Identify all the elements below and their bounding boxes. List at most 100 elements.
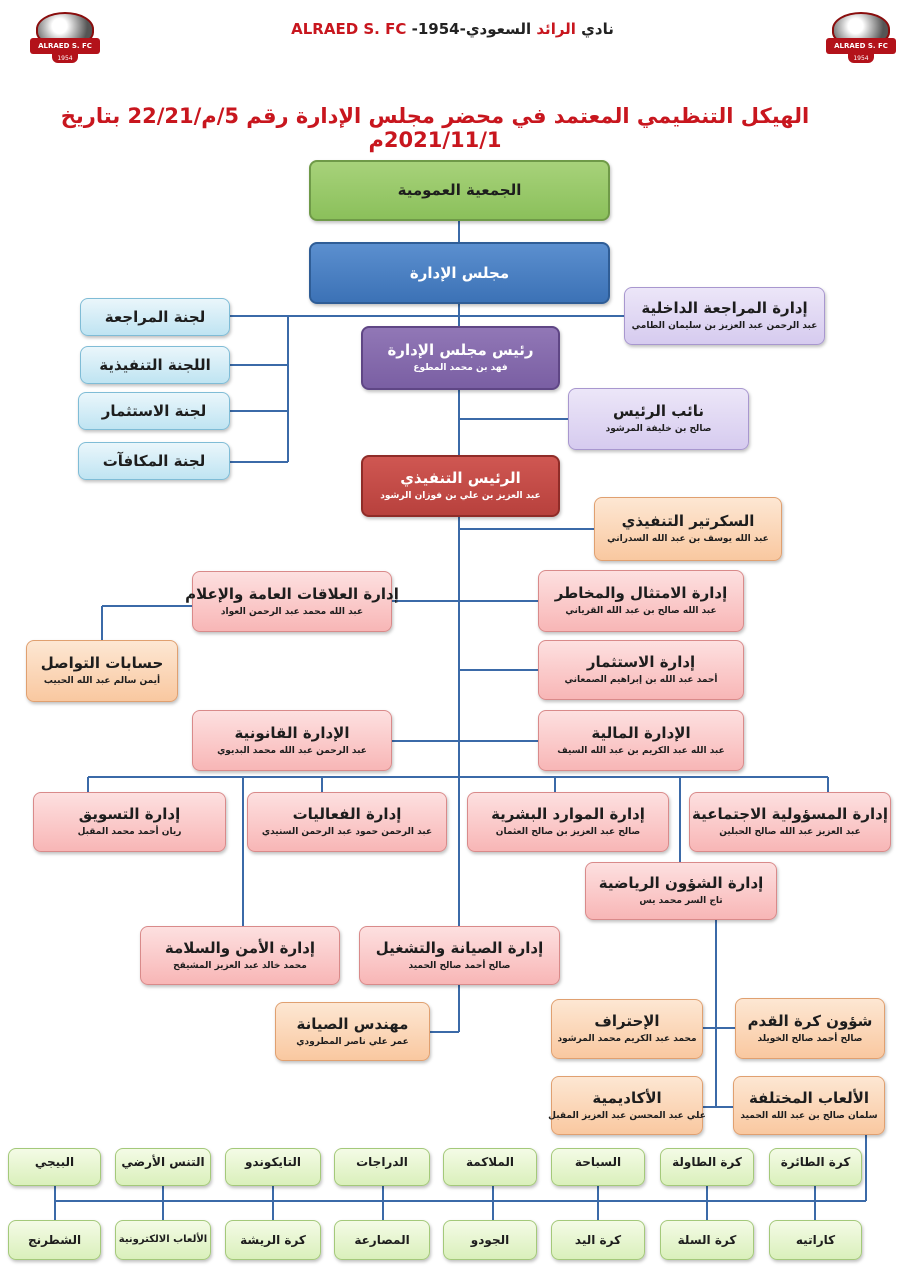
compliance-name: عبد الله صالح بن عبد الله القرياني (565, 606, 717, 617)
sport-box: السباحة (551, 1148, 645, 1186)
logo-text: ALRAED S. FC (30, 38, 100, 54)
finance-title: الإدارة المالية (591, 723, 691, 742)
various-games-box: الألعاب المختلفة سلمان صالح بن عبد الله … (733, 1076, 885, 1135)
sport-label: الجودو (470, 1232, 510, 1247)
maintenance-engineer-name: عمر علي ناصر المطرودي (296, 1036, 409, 1047)
sport-label: التنس الأرضي (121, 1155, 205, 1169)
legal-title: الإدارة القانونية (234, 723, 350, 742)
security-box: إدارة الأمن والسلامة محمد خالد عبد العزي… (140, 926, 340, 985)
board-box: مجلس الإدارة (309, 242, 610, 304)
finance-name: عبد الله عبد الكريم بن عبد الله السيف (557, 745, 725, 756)
committee-box: اللجنة التنفيذية (80, 346, 230, 384)
academies-box: الأكاديمية علي عبد المحسن عبد العزيز الم… (548, 1076, 706, 1135)
sport-label: كرة اليد (574, 1232, 622, 1247)
legal-name: عبد الرحمن عبد الله محمد البديوي (217, 745, 367, 756)
maintenance-engineer-box: مهندس الصيانة عمر علي ناصر المطرودي (275, 1002, 430, 1061)
club-logo-left: ALRAED S. FC 1954 (30, 12, 100, 64)
exec-secretary-box: السكرتير التنفيذي عبد الله يوسف بن عبد ا… (594, 497, 782, 561)
chairman-box: رئيس مجلس الإدارة فهد بن محمد المطوع (361, 326, 560, 390)
academies-title: الأكاديمية (592, 1088, 662, 1107)
hr-title: إدارة الموارد البشرية (491, 805, 645, 824)
sports-affairs-box: إدارة الشؤون الرياضية تاج السر محمد يس (585, 862, 777, 920)
sport-label: الشطرنج (27, 1232, 82, 1247)
various-games-title: الألعاب المختلفة (748, 1088, 870, 1107)
football-affairs-box: شؤون كرة القدم صالح أحمد صالح الخويلد (735, 998, 885, 1059)
hr-box: إدارة الموارد البشرية صالح عبد العزيز بن… (467, 792, 669, 852)
general-assembly-box: الجمعية العمومية (309, 160, 610, 221)
committee-box: لجنة المراجعة (80, 298, 230, 336)
marketing-box: إدارة التسويق ريان أحمد محمد المقبل (33, 792, 226, 852)
compliance-title: إدارة الامتثال والمخاطر (554, 584, 728, 603)
maintenance-engineer-title: مهندس الصيانة (296, 1014, 409, 1033)
sports-affairs-title: إدارة الشؤون الرياضية (598, 874, 764, 893)
club-name-ar: نادي الرائد السعودي (465, 20, 614, 38)
ceo-name: عبد العزيز بن علي بن فوزان الرشود (380, 491, 541, 502)
club-name-en: ALRAED S. FC (291, 20, 407, 38)
vice-chairman-box: نائب الرئيس صالح بن خليفة المرشود (568, 388, 749, 450)
sport-box: الملاكمة (443, 1148, 537, 1186)
sport-box: الشطرنج (8, 1220, 101, 1260)
legal-box: الإدارة القانونية عبد الرحمن عبد الله مح… (192, 710, 392, 771)
security-name: محمد خالد عبد العزيز المشيقح (173, 960, 307, 971)
hr-name: صالح عبد العزيز بن صالح العثمان (495, 827, 641, 838)
sport-box: كرة الطائرة (769, 1148, 862, 1186)
vice-chairman-title: نائب الرئيس (612, 402, 705, 421)
sport-label: كاراتيه (795, 1232, 836, 1247)
committee-box: لجنة الاستثمار (78, 392, 230, 430)
committee-title: لجنة المراجعة (104, 307, 206, 326)
exec-secretary-title: السكرتير التنفيذي (621, 512, 755, 531)
finance-box: الإدارة المالية عبد الله عبد الكريم بن ع… (538, 710, 744, 771)
events-title: إدارة الفعاليات (292, 805, 402, 824)
club-name-ar-red: الرائد (536, 20, 576, 38)
committee-title: لجنة الاستثمار (101, 401, 207, 420)
sport-box: كاراتيه (769, 1220, 862, 1260)
marketing-title: إدارة التسويق (78, 805, 181, 824)
sports-affairs-name: تاج السر محمد يس (639, 896, 723, 907)
logo-year: 1954 (52, 54, 78, 63)
sport-label: السباحة (574, 1155, 622, 1169)
page-title: الهيكل التنظيمي المعتمد في محضر مجلس الإ… (60, 104, 810, 152)
sport-box: البيجي (8, 1148, 101, 1186)
sport-label: كرة الطائرة (780, 1155, 851, 1169)
sport-label: الألعاب الالكترونية (118, 1233, 208, 1245)
vice-chairman-name: صالح بن خليفة المرشود (605, 424, 712, 435)
various-games-name: سلمان صالح بن عبد الله الحميد (740, 1110, 878, 1121)
sport-box: كرة الريشة (225, 1220, 321, 1260)
logo-text: ALRAED S. FC (826, 38, 896, 54)
social-accounts-name: أيمن سالم عبد الله الحبيب (43, 676, 161, 687)
general-assembly-title: الجمعية العمومية (397, 181, 522, 200)
public-relations-name: عبد الله محمد عبد الرحمن العواد (220, 606, 364, 617)
chairman-name: فهد بن محمد المطوع (413, 363, 508, 374)
club-year: -1954- (411, 20, 466, 38)
sport-box: كرة اليد (551, 1220, 645, 1260)
compliance-box: إدارة الامتثال والمخاطر عبد الله صالح بن… (538, 570, 744, 632)
chairman-title: رئيس مجلس الإدارة (387, 341, 534, 360)
sport-label: المصارعة (354, 1232, 410, 1247)
professionalism-box: الإحتراف محمد عبد الكريم محمد المرشود (551, 999, 703, 1059)
ceo-box: الرئيس التنفيذي عبد العزيز بن علي بن فوز… (361, 455, 560, 517)
investment-box: إدارة الاستثمار أحمد عبد الله بن إبراهيم… (538, 640, 744, 700)
csr-name: عبد العزيز عبد الله صالح الحبلين (719, 827, 861, 838)
events-box: إدارة الفعاليات عبد الرحمن حمود عبد الرح… (247, 792, 447, 852)
club-header: نادي الرائد السعودي-1954- ALRAED S. FC (250, 20, 655, 38)
committee-title: لجنة المكافآت (102, 451, 206, 470)
social-accounts-box: حسابات التواصل أيمن سالم عبد الله الحبيب (26, 640, 178, 702)
football-affairs-name: صالح أحمد صالح الخويلد (757, 1033, 863, 1044)
sport-label: كرة الريشة (240, 1232, 306, 1247)
committee-box: لجنة المكافآت (78, 442, 230, 480)
professionalism-title: الإحتراف (594, 1012, 660, 1031)
sport-box: المصارعة (334, 1220, 430, 1260)
board-title: مجلس الإدارة (409, 263, 510, 282)
internal-audit-box: إدارة المراجعة الداخلية عبد الرحمن عبد ا… (624, 287, 825, 345)
sport-box: كرة السلة (660, 1220, 754, 1260)
professionalism-name: محمد عبد الكريم محمد المرشود (557, 1034, 697, 1045)
sport-box: التايكوندو (225, 1148, 321, 1186)
sport-box: كرة الطاولة (660, 1148, 754, 1186)
maintenance-title: إدارة الصيانة والتشغيل (375, 938, 544, 957)
sport-box: الدراجات (334, 1148, 430, 1186)
internal-audit-name: عبد الرحمن عبد العزيز بن سليمان الطامي (631, 321, 818, 332)
sport-box: التنس الأرضي (115, 1148, 211, 1186)
sport-label: كرة الطاولة (672, 1155, 742, 1169)
marketing-name: ريان أحمد محمد المقبل (77, 827, 182, 838)
